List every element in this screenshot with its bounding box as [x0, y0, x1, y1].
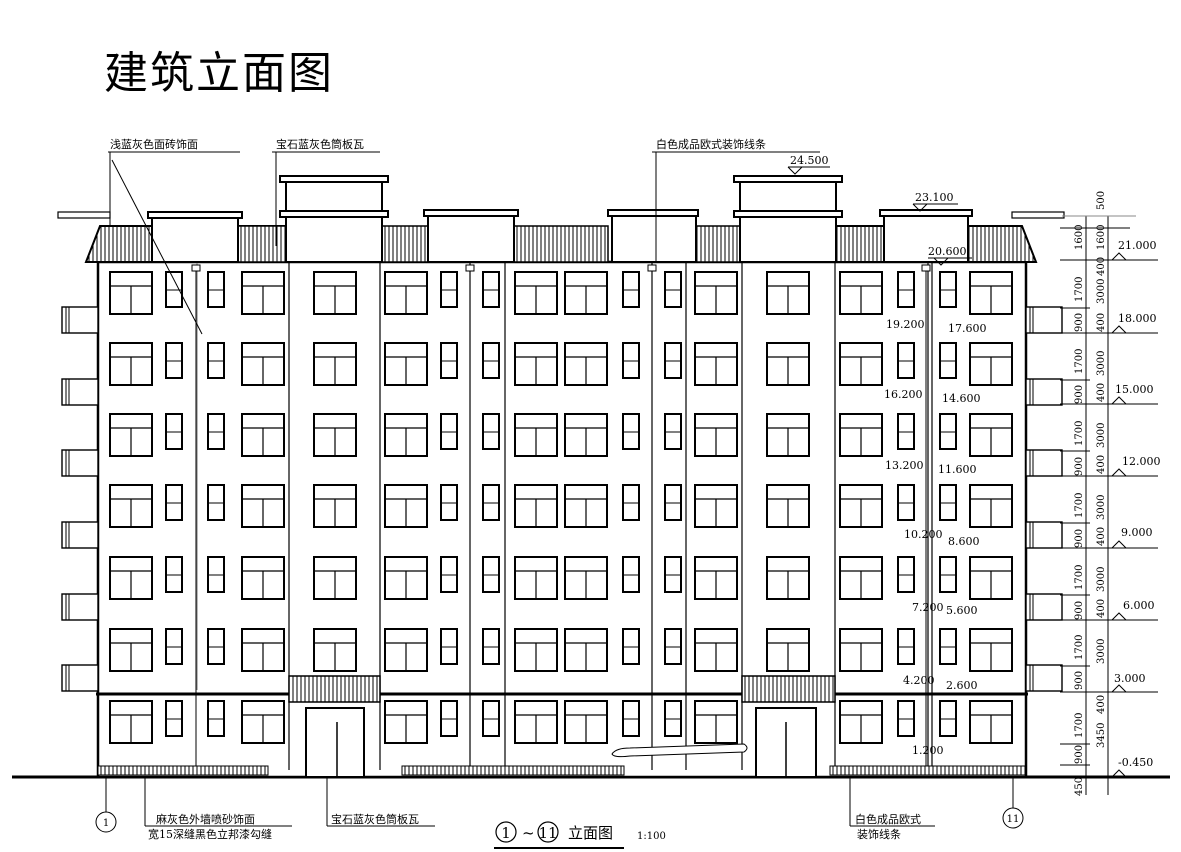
- dimension-chains: [1060, 215, 1136, 795]
- drawing-caption: 1 ~ 11 立面图 1:100: [494, 821, 666, 849]
- svg-text:8.600: 8.600: [948, 535, 980, 548]
- svg-text:5.600: 5.600: [946, 604, 978, 617]
- svg-text:400: 400: [1096, 257, 1107, 276]
- svg-text:3000: 3000: [1096, 351, 1107, 376]
- svg-text:3000: 3000: [1096, 423, 1107, 448]
- dims-outer: 500 1600 3000 400 400 3000 400 3000 400 …: [1096, 191, 1107, 748]
- entrance-door-left: [305, 707, 365, 778]
- svg-text:11: 11: [1007, 814, 1020, 825]
- svg-text:11.600: 11.600: [938, 463, 977, 476]
- svg-text:900: 900: [1074, 313, 1085, 332]
- svg-text:17.600: 17.600: [948, 322, 987, 335]
- svg-text:1.200: 1.200: [912, 744, 944, 757]
- stair-elevations-left: 19.200 16.200 13.200 10.200 7.200 4.200 …: [884, 318, 944, 757]
- stair-elevations-right: 17.600 14.600 11.600 8.600 5.600 2.600: [938, 322, 987, 692]
- svg-text:3000: 3000: [1096, 279, 1107, 304]
- plinth-right: [829, 765, 1027, 776]
- axis-bubble-1: 1: [95, 811, 117, 833]
- axis-bubble-11: 11: [1002, 807, 1024, 829]
- downpipes: [191, 264, 931, 770]
- svg-text:21.000: 21.000: [1118, 239, 1157, 252]
- svg-text:14.600: 14.600: [942, 392, 981, 405]
- callout-tile-facing: 浅蓝灰色面砖饰面: [110, 137, 198, 151]
- plinth-left: [97, 765, 269, 776]
- svg-text:1700: 1700: [1074, 493, 1085, 518]
- svg-text:15.000: 15.000: [1115, 383, 1154, 396]
- drawing-title: 建筑立面图: [104, 48, 334, 99]
- svg-text:-0.450: -0.450: [1118, 756, 1153, 769]
- svg-text:1700: 1700: [1074, 421, 1085, 446]
- callout-molding-1: 白色成品欧式: [855, 812, 921, 826]
- svg-text:11: 11: [538, 824, 557, 842]
- svg-text:3000: 3000: [1096, 495, 1107, 520]
- entrance-canopy-left: [288, 675, 381, 703]
- svg-text:1700: 1700: [1074, 277, 1085, 302]
- svg-text:1700: 1700: [1074, 635, 1085, 660]
- svg-text:900: 900: [1074, 529, 1085, 548]
- svg-text:6.000: 6.000: [1123, 599, 1155, 612]
- svg-text:400: 400: [1096, 383, 1107, 402]
- leader-lines: [105, 151, 1014, 827]
- callout-canopy-tile: 宝石蓝灰色筒板瓦: [331, 812, 419, 826]
- svg-text:400: 400: [1096, 599, 1107, 618]
- svg-text:400: 400: [1096, 313, 1107, 332]
- svg-text:450: 450: [1074, 777, 1085, 796]
- entrance-canopy-right: [741, 675, 836, 703]
- elevation-20600: 20.600: [928, 245, 967, 258]
- svg-text:3450: 3450: [1096, 723, 1107, 748]
- svg-text:400: 400: [1096, 695, 1107, 714]
- svg-text:900: 900: [1074, 385, 1085, 404]
- callout-decor-molding: 白色成品欧式装饰线条: [656, 137, 766, 151]
- svg-text:3000: 3000: [1096, 639, 1107, 664]
- top-elevation-marks: [787, 166, 972, 266]
- right-elevation-markers: [1111, 252, 1158, 778]
- svg-text:10.200: 10.200: [904, 528, 943, 541]
- svg-text:900: 900: [1074, 457, 1085, 476]
- accessible-ramp: [611, 743, 748, 758]
- svg-text:1700: 1700: [1074, 565, 1085, 590]
- plinth-mid: [401, 765, 625, 776]
- svg-text:3000: 3000: [1096, 567, 1107, 592]
- dims-inner: 1600 1700 900 1700 900 1700 900 1700 900…: [1074, 225, 1085, 796]
- svg-text:立面图: 立面图: [568, 824, 613, 842]
- svg-text:7.200: 7.200: [912, 601, 944, 614]
- svg-text:1700: 1700: [1074, 713, 1085, 738]
- svg-text:4.200: 4.200: [903, 674, 935, 687]
- svg-text:3.000: 3.000: [1114, 672, 1146, 685]
- svg-text:1:100: 1:100: [637, 831, 666, 842]
- main-wall: [96, 260, 1028, 779]
- svg-text:1: 1: [501, 824, 511, 842]
- svg-text:900: 900: [1074, 601, 1085, 620]
- callout-molding-2: 装饰线条: [857, 827, 901, 841]
- callout-joint-paint: 宽15深缝黑色立邦漆勾缝: [148, 827, 272, 841]
- svg-text:400: 400: [1096, 527, 1107, 546]
- svg-text:1: 1: [103, 818, 109, 829]
- svg-text:500: 500: [1096, 191, 1107, 210]
- svg-text:12.000: 12.000: [1122, 455, 1161, 468]
- elevation-23100: 23.100: [915, 191, 954, 204]
- elevation-24500: 24.500: [790, 154, 829, 167]
- svg-text:400: 400: [1096, 455, 1107, 474]
- svg-text:9.000: 9.000: [1121, 526, 1153, 539]
- svg-text:18.000: 18.000: [1118, 312, 1157, 325]
- svg-text:1600: 1600: [1096, 225, 1107, 250]
- svg-text:1700: 1700: [1074, 349, 1085, 374]
- svg-text:2.600: 2.600: [946, 679, 978, 692]
- svg-text:19.200: 19.200: [886, 318, 925, 331]
- svg-text:900: 900: [1074, 671, 1085, 690]
- svg-text:900: 900: [1074, 745, 1085, 764]
- pilaster-lines: [196, 262, 933, 770]
- callout-roof-tile: 宝石蓝灰色筒板瓦: [276, 137, 364, 151]
- svg-text:1600: 1600: [1074, 225, 1085, 250]
- roof-boxes: [57, 175, 1065, 263]
- svg-text:16.200: 16.200: [884, 388, 923, 401]
- svg-text:13.200: 13.200: [885, 459, 924, 472]
- right-elevations: 21.000 18.000 15.000 12.000 9.000 6.000 …: [1114, 239, 1161, 769]
- svg-text:~: ~: [522, 824, 535, 842]
- callout-sand-spray: 麻灰色外墙喷砂饰面: [156, 812, 255, 826]
